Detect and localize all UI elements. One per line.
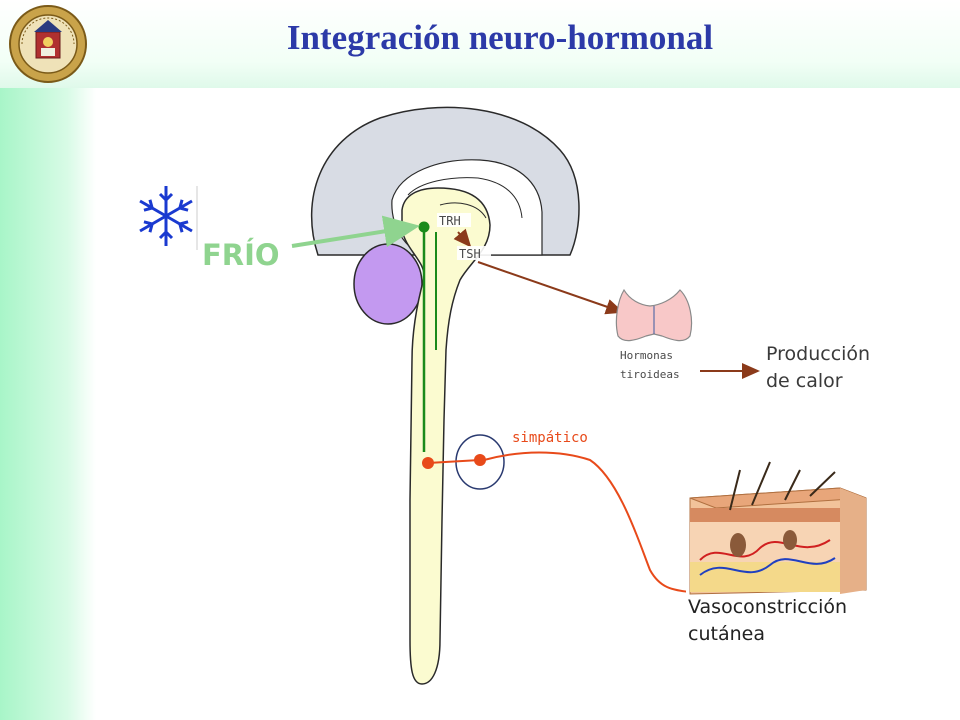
heat-label-line2: de calor	[766, 370, 843, 392]
sympathetic-postganglionic	[483, 451, 691, 593]
thyroid-label-line1: Hormonas	[620, 349, 673, 362]
vaso-label-line1: Vasoconstricción	[688, 596, 848, 618]
thyroid-label-line2: tiroideas	[620, 368, 680, 381]
vaso-label-line2: cutánea	[688, 623, 765, 645]
heat-production-label: Producción de calor	[766, 341, 870, 395]
cold-arrow	[291, 215, 420, 248]
cold-neuron-body	[418, 221, 430, 233]
heat-label-line1: Producción	[766, 343, 871, 365]
sympathetic-preganglionic	[427, 459, 481, 464]
trh-label: TRH	[439, 214, 461, 228]
trh-tsh-arrow	[453, 228, 472, 248]
tsh-thyroid-arrow	[477, 261, 624, 315]
side-decoration-bar	[0, 88, 96, 720]
tsh-label: TSH	[459, 247, 481, 261]
page-title: Integración neuro-hormonal	[286, 18, 714, 57]
snowflake-icon	[139, 186, 193, 246]
sympathetic-label: simpático	[512, 430, 588, 446]
university-seal-icon	[9, 5, 87, 83]
vasoconstriction-label: Vasoconstricción cutánea	[688, 594, 847, 648]
pituitary-mass	[353, 243, 423, 325]
skin-section-image	[686, 455, 872, 595]
header-band	[0, 0, 960, 88]
stimulus-label: FRÍO	[202, 238, 280, 272]
